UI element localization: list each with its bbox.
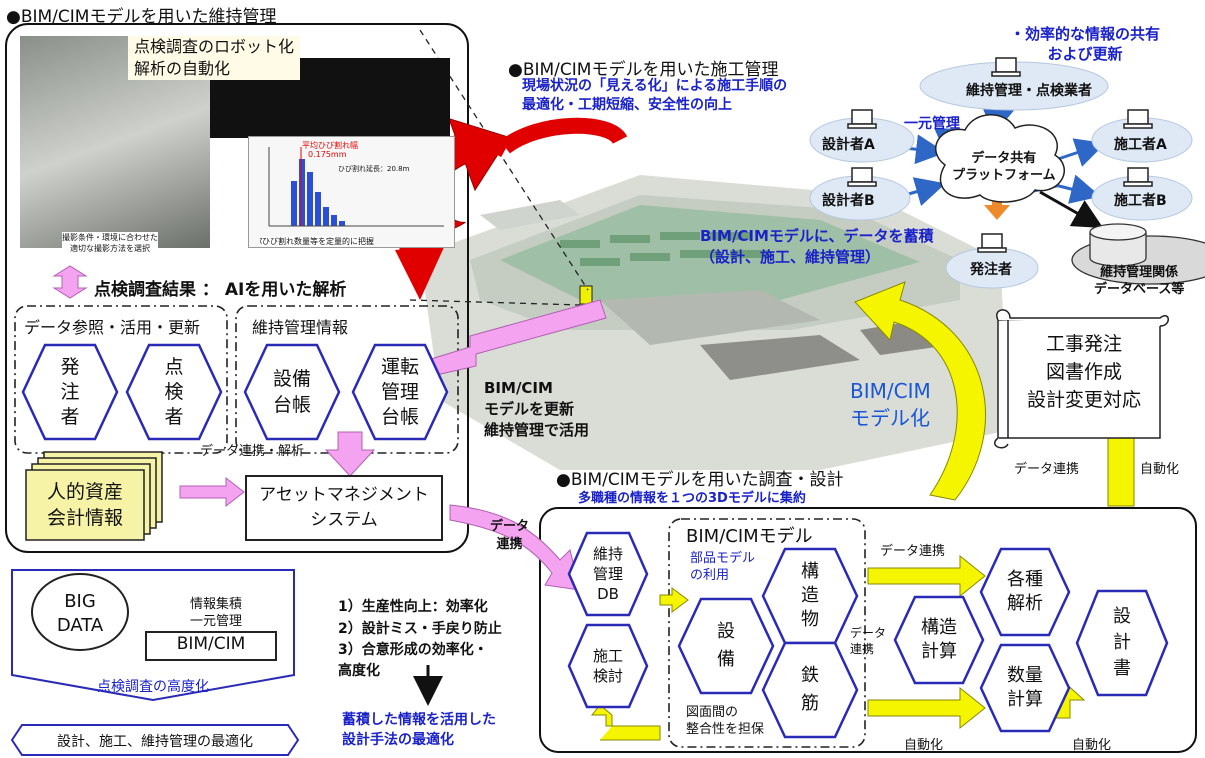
node-designer-b: 設計者B <box>822 193 875 209</box>
data-link-left-label: データ 連携 <box>490 519 530 552</box>
plant-aerial-image <box>420 175 1010 470</box>
hex-construction-study: 施工 検討 <box>566 622 650 710</box>
chart-inner-title: 平均ひび割れ幅 <box>302 141 358 150</box>
node-maintenance-inspector: 維持管理・点検業者 <box>966 83 1092 99</box>
hex-structural-calc: 構造 計算 <box>892 594 986 686</box>
data-link-mid-label: データ 連携 <box>850 626 887 656</box>
bimcim-box-label: BIM/CIM <box>176 634 246 654</box>
modeling-label: BIM/CIM モデル化 <box>850 379 931 430</box>
big-data-label: BIG DATA <box>56 591 104 636</box>
chart-inner-value: 0.175mm <box>308 150 347 159</box>
bimcim-model-title: BIM/CIMモデル <box>686 522 813 548</box>
node-designer-a: 設計者A <box>822 137 875 153</box>
platform-label: データ共有 プラットフォーム <box>952 151 1056 183</box>
photo-caption: 撮影条件・環境に合わせた 適切な撮影方法を選択 <box>62 232 158 254</box>
maintenance-title: ●BIM/CIMモデルを用いた維持管理 <box>6 7 277 27</box>
survey-title: ●BIM/CIMモデルを用いた調査・設計 <box>556 470 844 490</box>
data-ref-title: データ参照・活用・更新 <box>24 314 201 338</box>
unified-management-label: 一元管理 <box>904 116 960 132</box>
chart-inner-total: ひび割れ延長：20.8m <box>338 165 410 173</box>
automation-2-label: 自動化 <box>1072 738 1112 753</box>
node-builder-b: 施工者B <box>1114 193 1167 209</box>
data-link-analysis-label: データ連携・解析 <box>200 444 305 459</box>
construction-subtitle: 現場状況の「見える化」による施工手順の 最適化・工期短縮、安全性の向上 <box>522 78 788 113</box>
human-assets-doc: 人的資産 会計情報 <box>26 470 144 540</box>
data-link-top-label: データ連携 <box>880 544 946 559</box>
bimcim-update-note: BIM/CIM モデルを更新 維持管理で活用 <box>484 379 590 439</box>
order-automation-label: 自動化 <box>1140 462 1180 477</box>
hex-maintenance-db: 維持 管理 DB <box>566 530 650 618</box>
scroll-document <box>994 309 1169 449</box>
asset-management-text: アセットマネジメント システム <box>259 485 429 530</box>
human-assets-text: 人的資産 会計情報 <box>46 481 123 529</box>
hex-inspector: 点 検 者 <box>124 342 224 442</box>
hex-equipment: 設 備 <box>676 596 776 696</box>
hex-operation-ledger: 運転 管理 台帳 <box>350 342 450 442</box>
order-doc-text: 工事発注 図書作成 設計変更対応 <box>1026 333 1141 411</box>
computer-icons <box>847 57 1153 253</box>
hex-structure: 構 造 物 <box>760 546 860 646</box>
hex-rebar: 鉄 筋 <box>760 640 860 740</box>
construction-title: ●BIM/CIMモデルを用いた施工管理 <box>508 60 779 80</box>
crack-chart: ひび割れ幅（mm） <box>248 136 455 248</box>
platform-cloud <box>934 114 1066 203</box>
parts-model-label: 部品モデル の利用 <box>690 551 756 583</box>
conclusion-label: 蓄積した情報を活用した 設計手法の最適化 <box>342 712 496 748</box>
benefit-1: 1）生産性向上：効率化 <box>338 599 488 615</box>
asset-management-box: アセットマネジメント システム <box>246 476 442 540</box>
chart-caption: ひび割れ数量等を定量的に把握 <box>262 236 374 247</box>
mgmt-info-title: 維持管理情報 <box>252 314 349 338</box>
crack-chart-bars: ひび割れ幅（mm） <box>259 147 444 245</box>
consistency-label: 図面間の 整合性を担保 <box>686 705 765 737</box>
hex-equipment-ledger: 設備 台帳 <box>242 342 342 442</box>
efficient-sharing-note: ・効率的な情報の共有 および更新 <box>1010 25 1161 63</box>
collect-label: 情報集積 一元管理 <box>190 597 243 629</box>
benefit-3: 3）合意形成の効率化・ 高度化 <box>338 642 488 679</box>
order-data-link-label: データ連携 <box>1014 462 1080 477</box>
ai-analysis-label: 点検調査結果 ： AIを用いた解析 <box>94 280 347 300</box>
database-label: 維持管理関係 データベース等 <box>1094 265 1185 297</box>
database-icon <box>1071 223 1205 285</box>
node-builder-a: 施工者A <box>1114 137 1167 153</box>
hex-various-analysis: 各種 解析 <box>978 546 1072 638</box>
hex-orderer: 発 注 者 <box>20 342 120 442</box>
optimization-label: 設計、施工、維持管理の最適化 <box>57 734 253 750</box>
node-orderer: 発注者 <box>970 262 1012 278</box>
advanced-inspection-label: 点検調査の高度化 <box>97 679 209 695</box>
maintenance-frame <box>5 23 469 553</box>
benefit-2: 2）設計ミス・手戻り防止 <box>338 621 502 637</box>
accumulate-note: BIM/CIMモデルに、データを蓄積 （設計、施工、維持管理） <box>700 227 934 266</box>
survey-subtitle: 多職種の情報を１つの3Dモデルに集約 <box>578 491 806 506</box>
hex-quantity-calc: 数量 計算 <box>978 642 1072 734</box>
robot-note: 点検調査のロボット化 解析の自動化 <box>128 36 301 80</box>
automation-1-label: 自動化 <box>904 738 944 753</box>
hex-design-doc: 設 計 書 <box>1074 588 1170 698</box>
